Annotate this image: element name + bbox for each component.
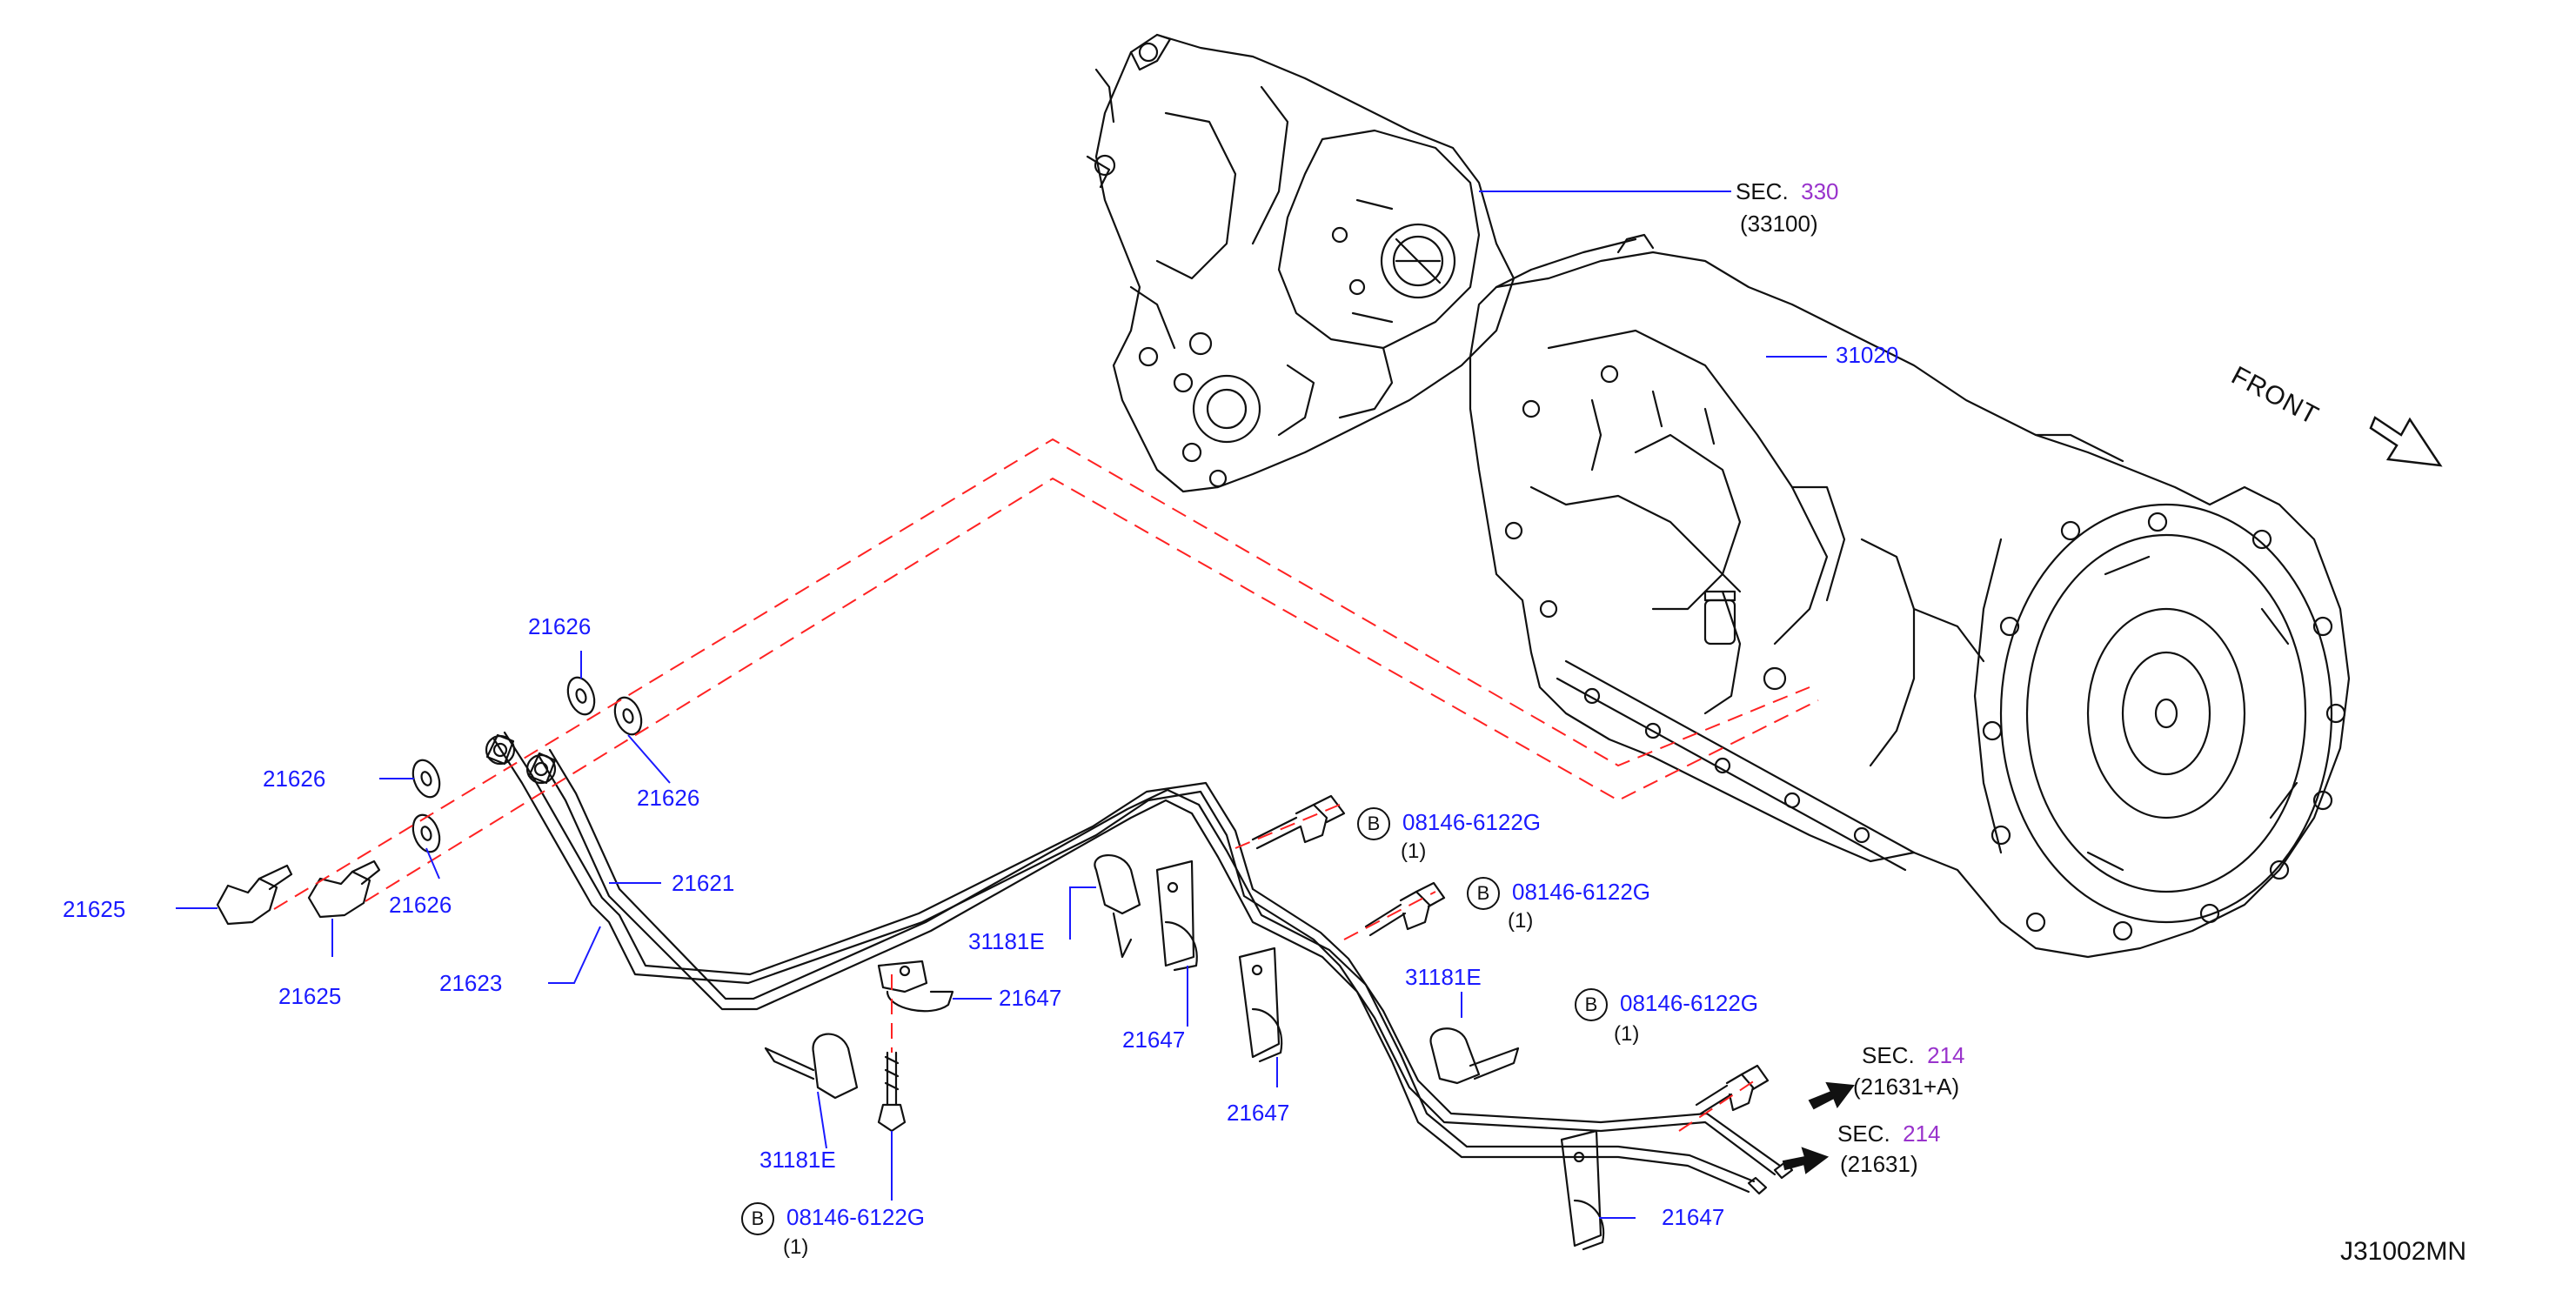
sec-214-label-b[interactable]: SEC. 214 — [1837, 1120, 1941, 1147]
bolt-qty-1: (1) — [1401, 839, 1427, 863]
part-21625-label-b[interactable]: 21625 — [278, 983, 342, 1009]
sec-prefix: SEC. — [1736, 178, 1789, 204]
bolt-b-circle-4: B — [741, 1202, 774, 1235]
part-21625-label-a[interactable]: 21625 — [63, 896, 126, 922]
sec-prefix: SEC. — [1862, 1042, 1915, 1068]
part-31020-label[interactable]: 31020 — [1836, 342, 1899, 368]
phantom-lines — [273, 438, 1819, 1132]
sec-214-label-a[interactable]: SEC. 214 — [1862, 1042, 1965, 1068]
sec-330-label[interactable]: SEC. 330 — [1736, 178, 1839, 204]
bolt-qty-4: (1) — [783, 1235, 809, 1259]
cooler-pipe-21623 — [538, 748, 1794, 1195]
part-31181E-label-c[interactable]: 31181E — [1405, 964, 1482, 990]
part-21626-label-a[interactable]: 21626 — [528, 613, 592, 639]
sec-214-link-b[interactable]: 214 — [1903, 1120, 1941, 1147]
transmission-assembly-illustration — [1469, 233, 2351, 959]
part-21626-label-b[interactable]: 21626 — [637, 785, 700, 811]
banjo-fittings — [485, 733, 557, 785]
sec-214-link-a[interactable]: 214 — [1927, 1042, 1965, 1068]
sec-330-link[interactable]: 330 — [1801, 178, 1839, 204]
sec-330-subpart: (33100) — [1740, 211, 1818, 237]
transfer-case-illustration — [1086, 33, 1515, 493]
bolt-08146-label-3[interactable]: 08146-6122G — [1620, 990, 1759, 1016]
bolt-qty-3: (1) — [1614, 1022, 1640, 1046]
arrow-right-icon — [1782, 1081, 1855, 1174]
part-31181E-label-a[interactable]: 31181E — [968, 928, 1045, 954]
bolt-08146-label-2[interactable]: 08146-6122G — [1512, 879, 1651, 905]
front-arrow-icon — [2369, 416, 2443, 467]
bolt-b-circle-2: B — [1467, 877, 1500, 910]
part-21621-label[interactable]: 21621 — [672, 870, 735, 896]
sec-214-subpart-b: (21631) — [1840, 1151, 1918, 1177]
eye-bolt-21625-group — [216, 860, 381, 926]
part-21626-label-d[interactable]: 21626 — [389, 892, 452, 918]
bolt-b-circle-3: B — [1575, 988, 1608, 1021]
washer-21626-group — [411, 676, 643, 853]
bolt-08146-group — [877, 794, 1770, 1133]
cooler-pipe-21621 — [492, 731, 1782, 1176]
bracket-21647-group — [877, 860, 1605, 1251]
part-21647-label-c[interactable]: 21647 — [1227, 1100, 1290, 1126]
bolt-08146-label-4[interactable]: 08146-6122G — [786, 1204, 926, 1230]
diagram-code: J31002MN — [2340, 1237, 2467, 1266]
part-21647-label-a[interactable]: 21647 — [999, 985, 1062, 1011]
part-21626-label-c[interactable]: 21626 — [263, 766, 326, 792]
bolt-b-circle-1: B — [1357, 807, 1390, 840]
sec-214-subpart-a: (21631+A) — [1853, 1074, 1960, 1100]
clip-31181E-group — [764, 854, 1520, 1100]
part-21623-label[interactable]: 21623 — [439, 970, 503, 996]
leader-lines — [176, 191, 1827, 1219]
part-21647-label-d[interactable]: 21647 — [1662, 1204, 1725, 1230]
part-31181E-label-b[interactable]: 31181E — [759, 1147, 836, 1173]
bolt-08146-label-1[interactable]: 08146-6122G — [1402, 809, 1542, 835]
bolt-qty-2: (1) — [1508, 909, 1534, 933]
sec-prefix: SEC. — [1837, 1120, 1890, 1147]
part-21647-label-b[interactable]: 21647 — [1122, 1027, 1186, 1053]
